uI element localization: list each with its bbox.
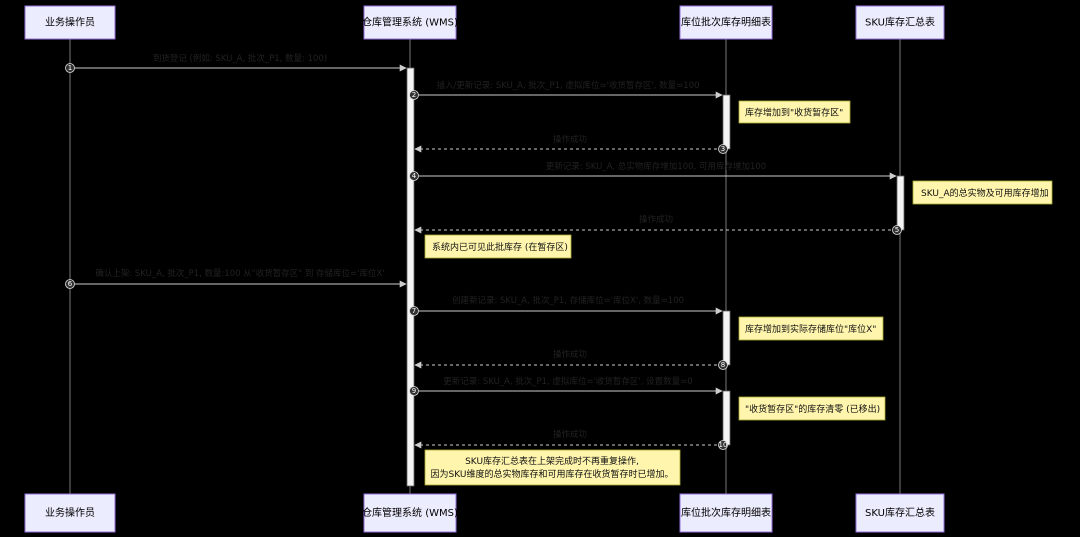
note-system-visible: 系统内已可见此批库存 (在暂存区)	[424, 234, 572, 259]
activation-bin-1	[722, 94, 731, 150]
message-7: 创建新记录: SKU_A, 批次_P1, 存储库位='库位X', 数量=100 …	[409, 295, 723, 316]
sequence-number-badge	[892, 225, 902, 235]
message-label: 操作成功	[553, 134, 587, 145]
note-text: SKU_A的总实物及可用库存增加	[921, 187, 1049, 199]
actor-top-sku: SKU库存汇总表	[855, 5, 945, 40]
message-label: 确认上架: SKU_A, 批次_P1, 数量:100 从"收货暂存区" 到 存储…	[95, 268, 384, 279]
activation-bin-2	[722, 310, 731, 366]
activation-bin-3	[722, 390, 731, 446]
message-label: 创建新记录: SKU_A, 批次_P1, 存储库位='库位X', 数量=100	[452, 295, 684, 306]
sequence-number-badge	[718, 144, 728, 154]
note-text: 库存增加到实际存储库位"库位X"	[745, 323, 876, 335]
actor-bottom-bin: 库位批次库存明细表	[679, 493, 773, 533]
message-8: 操作成功 8	[414, 349, 728, 370]
message-label: 到货登记 (例如: SKU_A, 批次_P1, 数量: 100)	[153, 53, 327, 64]
note-bin-staging: 库存增加到"收货暂存区"	[738, 100, 851, 124]
actor-label: 业务操作员	[45, 506, 95, 519]
message-6: 确认上架: SKU_A, 批次_P1, 数量:100 从"收货暂存区" 到 存储…	[65, 268, 407, 289]
note-bin-x: 库存增加到实际存储库位"库位X"	[738, 316, 884, 341]
actor-label: SKU库存汇总表	[865, 16, 935, 29]
note-text: "收货暂存区"的库存清零 (已移出)	[745, 403, 880, 415]
sequence-number: 1	[68, 64, 72, 72]
sequence-number: 8	[721, 361, 725, 369]
note-sku-increase: SKU_A的总实物及可用库存增加	[912, 180, 1053, 205]
sequence-number-badge	[409, 306, 419, 316]
actor-top-op: 业务操作员	[24, 5, 116, 40]
activation-sku	[896, 175, 905, 231]
actor-bottom-sku: SKU库存汇总表	[855, 493, 945, 533]
sequence-number: 2	[412, 91, 416, 99]
sequence-number-badge	[409, 171, 419, 181]
sequence-number: 5	[895, 226, 899, 234]
note-text-line-1: SKU库存汇总表在上架完成时不再重复操作,	[465, 455, 639, 467]
message-label: 更新记录: SKU_A, 总实物库存增加100, 可用库存增加100	[546, 161, 766, 172]
note-text: 系统内已可见此批库存 (在暂存区)	[432, 241, 568, 253]
actor-bottom-op: 业务操作员	[24, 493, 116, 533]
message-4: 更新记录: SKU_A, 总实物库存增加100, 可用库存增加100 4	[409, 161, 897, 181]
sequence-number: 9	[412, 387, 416, 395]
note-summary: SKU库存汇总表在上架完成时不再重复操作, 因为SKU维度的总实物库存和可用库存…	[424, 449, 681, 486]
message-1: 到货登记 (例如: SKU_A, 批次_P1, 数量: 100) 1	[65, 53, 407, 73]
actor-label: SKU库存汇总表	[865, 506, 935, 519]
sequence-number-badge	[65, 279, 75, 289]
message-label: 操作成功	[553, 429, 587, 440]
actor-label: 仓库管理系统 (WMS)	[362, 16, 458, 29]
note-text-line-2: 因为SKU维度的总实物库存和可用库存在收货暂存时已增加。	[431, 468, 674, 480]
note-text: 库存增加到"收货暂存区"	[745, 107, 843, 119]
sequence-number: 3	[721, 145, 725, 153]
message-3: 操作成功 3	[414, 134, 728, 154]
activation-wms	[406, 67, 415, 487]
message-10: 操作成功 10	[414, 429, 728, 450]
sequence-number-badge	[409, 90, 419, 100]
message-9: 更新记录: SKU_A, 批次_P1, 虚拟库位='收货暂存区', 设置数量=0…	[409, 376, 723, 396]
actor-label: 业务操作员	[45, 16, 95, 29]
actor-label: 库位批次库存明细表	[681, 16, 771, 29]
sequence-number: 4	[412, 172, 417, 180]
sequence-number: 7	[412, 307, 416, 315]
sequence-number-badge	[65, 63, 75, 73]
note-staging-cleared: "收货暂存区"的库存清零 (已移出)	[738, 396, 886, 421]
actor-label: 仓库管理系统 (WMS)	[362, 506, 458, 519]
sequence-number: 10	[719, 441, 728, 449]
actor-top-wms: 仓库管理系统 (WMS)	[362, 5, 458, 40]
actor-bottom-wms: 仓库管理系统 (WMS)	[362, 493, 458, 533]
message-2: 插入/更新记录: SKU_A, 批次_P1, 虚拟库位='收货暂存区', 数量=…	[409, 80, 723, 100]
sequence-number: 6	[68, 280, 73, 288]
actor-label: 库位批次库存明细表	[681, 506, 771, 519]
actor-top-bin: 库位批次库存明细表	[679, 5, 773, 40]
message-label: 插入/更新记录: SKU_A, 批次_P1, 虚拟库位='收货暂存区', 数量=…	[436, 80, 699, 91]
sequence-number-badge	[409, 386, 419, 396]
message-5: 操作成功 5	[414, 214, 902, 235]
sequence-number-badge	[718, 360, 728, 370]
message-label: 操作成功	[639, 214, 673, 225]
message-label: 更新记录: SKU_A, 批次_P1, 虚拟库位='收货暂存区', 设置数量=0	[443, 376, 692, 387]
message-label: 操作成功	[553, 349, 587, 360]
sequence-number-badge	[718, 440, 728, 450]
